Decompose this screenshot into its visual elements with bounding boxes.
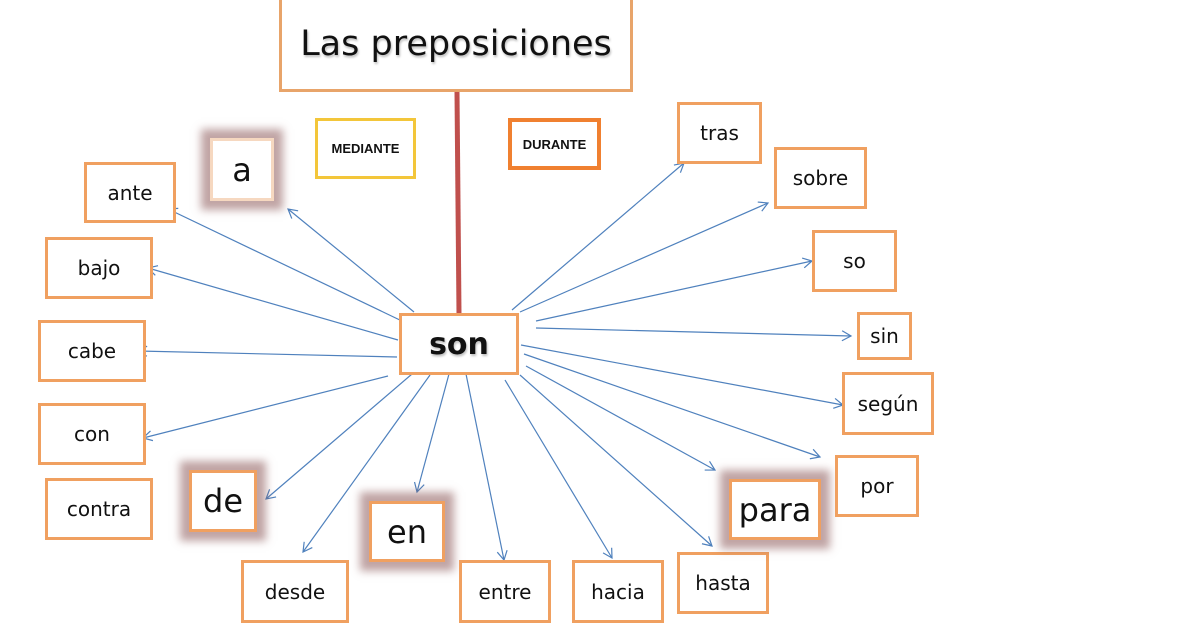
- node-ante: ante: [84, 162, 176, 223]
- title-box: Las preposiciones: [279, 0, 633, 92]
- node-con-label: con: [74, 422, 110, 446]
- node-so: so: [812, 230, 897, 292]
- node-desde: desde: [241, 560, 349, 623]
- node-hacia-label: hacia: [591, 579, 645, 604]
- node-so-label: so: [843, 249, 866, 273]
- node-de: de: [189, 470, 257, 532]
- node-sin-label: sin: [870, 324, 899, 348]
- node-hasta-label: hasta: [695, 571, 751, 595]
- node-hacia: hacia: [572, 560, 664, 623]
- mediante-label: MEDIANTE: [331, 141, 400, 156]
- node-segun-label: según: [857, 391, 919, 416]
- node-sobre-label: sobre: [792, 166, 849, 190]
- durante-box: DURANTE: [508, 118, 601, 170]
- node-para-label: para: [738, 490, 812, 529]
- node-bajo: bajo: [45, 237, 153, 299]
- node-en-label: en: [387, 512, 427, 551]
- node-entre-label: entre: [478, 579, 532, 604]
- node-en: en: [369, 501, 445, 562]
- node-entre: entre: [459, 560, 551, 623]
- node-segun: según: [842, 372, 934, 435]
- node-sobre: sobre: [774, 147, 867, 209]
- center-label: son: [429, 326, 489, 362]
- node-de-label: de: [203, 482, 243, 520]
- durante-label: DURANTE: [522, 136, 587, 152]
- node-contra-label: contra: [66, 497, 132, 521]
- center-node-son: son: [399, 313, 519, 375]
- node-desde-label: desde: [264, 579, 326, 604]
- node-hasta: hasta: [677, 552, 769, 614]
- node-para: para: [729, 479, 821, 540]
- node-por: por: [835, 455, 919, 517]
- mediante-box: MEDIANTE: [315, 118, 416, 179]
- node-contra: contra: [45, 478, 153, 540]
- node-a: a: [210, 138, 274, 201]
- node-ante-label: ante: [107, 180, 153, 205]
- node-tras-label: tras: [700, 121, 739, 145]
- node-tras: tras: [677, 102, 762, 164]
- node-sin: sin: [857, 312, 912, 360]
- title-text: Las preposiciones: [300, 24, 612, 64]
- node-cabe-label: cabe: [67, 339, 117, 363]
- node-bajo-label: bajo: [77, 256, 121, 280]
- node-cabe: cabe: [38, 320, 146, 382]
- node-a-label: a: [232, 150, 252, 189]
- node-con: con: [38, 403, 146, 465]
- node-por-label: por: [860, 474, 894, 498]
- title-connector-line: [454, 91, 462, 315]
